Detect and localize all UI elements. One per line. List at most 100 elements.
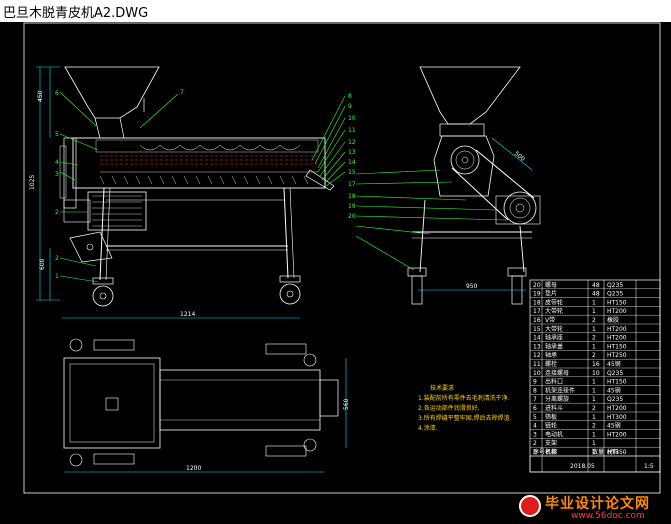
title-date: 2018.05 bbox=[570, 463, 595, 470]
bom-cell: 2 bbox=[592, 352, 596, 359]
bom-cell: 45钢 bbox=[607, 422, 621, 430]
bom-cell: 链轮 bbox=[545, 422, 557, 430]
dim-450: 450 bbox=[37, 90, 44, 102]
bom-cell: 17 bbox=[533, 308, 541, 315]
callout-5: 2 bbox=[55, 209, 59, 216]
watermark-url: www.56doc.com bbox=[571, 511, 645, 521]
bom-cell: 16 bbox=[533, 317, 541, 324]
bom-cell: 9 bbox=[533, 379, 537, 386]
callout-13: 12 bbox=[348, 139, 356, 146]
callout-19: 19 bbox=[348, 203, 356, 210]
bom-cell: HT150 bbox=[607, 379, 627, 386]
bom-cell: Q235 bbox=[607, 396, 623, 403]
bom-cell: 1 bbox=[592, 299, 596, 306]
bom-cell: HT200 bbox=[607, 335, 627, 342]
side-view: 500 950 17 18 19 20 bbox=[348, 66, 541, 305]
bom-cell: 轴承座 bbox=[545, 334, 563, 342]
bom-cell: 20 bbox=[533, 282, 541, 289]
dim-1025: 1025 bbox=[29, 175, 36, 190]
bom-cell: 16 bbox=[592, 361, 600, 368]
bom-cell: 2 bbox=[533, 440, 537, 447]
bom-cell: HT350 bbox=[607, 449, 627, 456]
bom-cell: 1 bbox=[592, 396, 596, 403]
bom-cell: 1 bbox=[592, 343, 596, 350]
bom-cell: 大带轮 bbox=[545, 307, 563, 315]
callout-2: 5 bbox=[55, 131, 59, 138]
bom-cell: 14 bbox=[533, 335, 541, 342]
callout-14: 13 bbox=[348, 149, 356, 156]
front-caster-left bbox=[92, 277, 114, 307]
bom-cell: 大带轮 bbox=[545, 325, 563, 333]
bom-cell: 筛板 bbox=[545, 413, 557, 421]
window-title: 巴旦木脱青皮机A2.DWG bbox=[3, 6, 149, 21]
bom-cell: 皮带轮 bbox=[545, 298, 563, 306]
motor-shape bbox=[87, 191, 147, 231]
bom-cell: 机架连接件 bbox=[545, 386, 575, 394]
top-view: 1200 560 bbox=[63, 338, 350, 473]
bom-cell: V带 bbox=[545, 316, 555, 324]
dim-top-1200: 1200 bbox=[186, 465, 201, 472]
bom-cell: 1 bbox=[592, 449, 596, 456]
front-dims bbox=[36, 66, 300, 319]
title-block: 2018.05 1:5 bbox=[529, 455, 661, 473]
bom-cell: 45钢 bbox=[607, 386, 621, 394]
bom-cell: Q235 bbox=[607, 291, 623, 298]
callout-8: 7 bbox=[180, 89, 184, 96]
title-bar: 巴旦木脱青皮机A2.DWG bbox=[0, 0, 671, 23]
bom-header-cell: 序号 bbox=[533, 448, 545, 456]
tech-heading: 技术要求 bbox=[430, 384, 454, 392]
bom-cell: 48 bbox=[592, 291, 600, 298]
drawing-canvas[interactable]: 6 5 4 3 2 2 1 7 8 9 10 11 12 13 14 15 45… bbox=[0, 22, 671, 521]
tech-item-1: 1.装配前所有零件去毛刺清洗干净. bbox=[418, 394, 510, 402]
bom-cell: 轴承 bbox=[545, 351, 557, 359]
callout-11: 10 bbox=[348, 115, 356, 122]
bom-header-cell: 数量 bbox=[592, 448, 604, 456]
bom-cell: 1 bbox=[592, 308, 596, 315]
bom-cell: 螺母 bbox=[545, 281, 557, 289]
bom-cell: 6 bbox=[533, 405, 537, 412]
hatch-lines bbox=[100, 155, 318, 165]
callout-12: 11 bbox=[348, 127, 356, 134]
bom-cell: HT150 bbox=[607, 343, 627, 350]
bom-cell: 2 bbox=[592, 317, 596, 324]
bom-header-cell: 材料 bbox=[607, 448, 619, 456]
bom-cell: 7 bbox=[533, 396, 537, 403]
watermark: 毕业设计论文网 www.56doc.com bbox=[515, 491, 671, 524]
tech-requirements: 技术要求 1.装配前所有零件去毛刺清洗干净. 2.各运动部件润滑良好, 3.所有… bbox=[418, 384, 512, 432]
callout-7: 1 bbox=[55, 273, 59, 280]
small-pulley bbox=[450, 145, 480, 175]
title-scale: 1:5 bbox=[644, 463, 654, 470]
bom-cell: HT250 bbox=[607, 352, 627, 359]
dim-side-950: 950 bbox=[466, 283, 478, 290]
tech-item-3: 3.所有焊缝平整牢固,焊后去除焊渣. bbox=[418, 414, 512, 422]
bom-cell: 10 bbox=[592, 370, 600, 377]
bom-cell: 1 bbox=[592, 431, 596, 438]
bom-cell: 1 bbox=[592, 379, 596, 386]
bom-cell: 螺栓 bbox=[545, 360, 557, 368]
callout-3: 4 bbox=[55, 159, 59, 166]
tech-item-2: 2.各运动部件润滑良好, bbox=[418, 404, 480, 412]
front-caster-right bbox=[279, 275, 301, 305]
bom-cell: 出料口 bbox=[545, 378, 563, 386]
bom-cell: 45钢 bbox=[607, 360, 621, 368]
front-leaders bbox=[59, 91, 346, 283]
callout-17: 17 bbox=[348, 181, 356, 188]
bom-cell: 11 bbox=[533, 361, 541, 368]
bom-cell: 2 bbox=[592, 335, 596, 342]
bom-cell: 48 bbox=[592, 282, 600, 289]
bom-cell: HT200 bbox=[607, 431, 627, 438]
bom-cell: 机架 bbox=[545, 448, 557, 456]
bom-cell: 1 bbox=[533, 449, 537, 456]
bom-cell: HT150 bbox=[607, 299, 627, 306]
bom-cell: 4 bbox=[533, 423, 537, 430]
bom-cell: 分离螺旋 bbox=[545, 395, 569, 403]
bom-cell: 支架 bbox=[545, 439, 557, 447]
bom-cell: 18 bbox=[533, 299, 541, 306]
bom-cell: HT200 bbox=[607, 405, 627, 412]
callout-4: 3 bbox=[55, 171, 59, 178]
front-view: 6 5 4 3 2 2 1 7 8 9 10 11 12 13 14 15 45… bbox=[29, 66, 356, 319]
callout-18: 18 bbox=[348, 193, 356, 200]
callout-9: 8 bbox=[348, 93, 352, 100]
bom-cell: 12 bbox=[533, 352, 541, 359]
bom-cell: 电动机 bbox=[545, 430, 563, 438]
